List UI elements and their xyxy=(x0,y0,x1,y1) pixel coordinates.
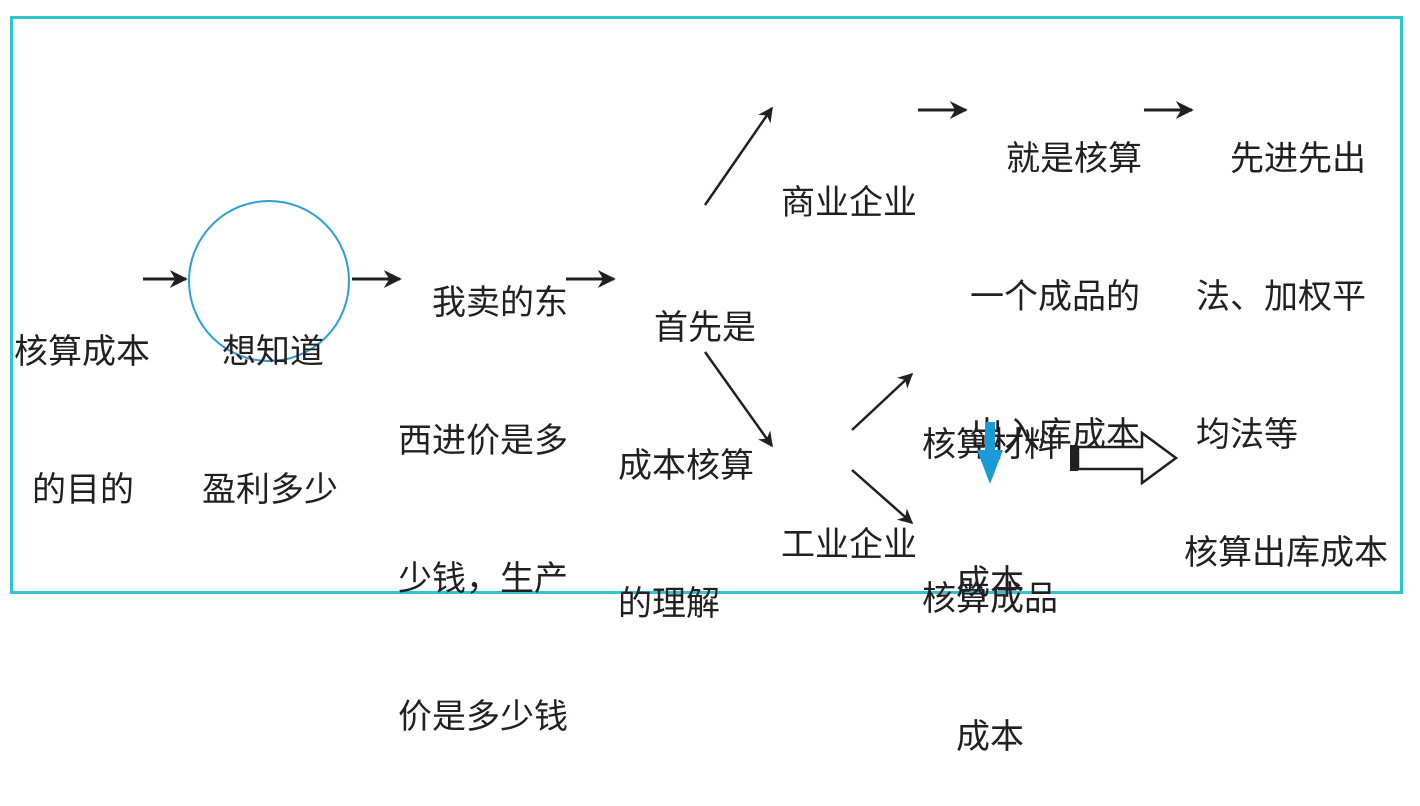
node-commercial-line1: 商业企业 xyxy=(781,183,917,223)
arrow-first-to-commercial xyxy=(703,106,774,206)
node-methods-line2: 法、加权平 xyxy=(1196,277,1366,317)
node-purpose-line1: 核算成本 xyxy=(14,332,150,372)
arrow-first-to-industrial xyxy=(703,351,774,448)
node-first-line2: 成本核算 xyxy=(618,446,754,486)
node-industrial: 工业企业 xyxy=(781,430,917,614)
diagram-frame xyxy=(10,16,1403,594)
node-industrial-line1: 工业企业 xyxy=(781,525,917,565)
profit-circle xyxy=(188,200,350,362)
hollow-right-arrow xyxy=(1070,430,1179,486)
arrow-industrial-to-material xyxy=(851,372,914,431)
node-profit: 想知道 盈利多少 xyxy=(202,237,338,559)
node-outbound: 核算出库成本 xyxy=(1184,438,1388,622)
node-product-cost-line1: 核算成品 xyxy=(922,579,1058,619)
blue-down-arrow xyxy=(977,422,1003,484)
node-methods-line3: 均法等 xyxy=(1196,415,1298,455)
node-outbound-line1: 核算出库成本 xyxy=(1184,533,1388,573)
node-product-cost-line2: 成本 xyxy=(956,717,1024,757)
node-material-cost-line2: 成本 xyxy=(956,563,1024,603)
node-purpose-line2: 的目的 xyxy=(32,470,134,510)
arrows-layer xyxy=(143,101,1194,524)
node-methods-line1: 先进先出 xyxy=(1230,139,1366,179)
node-first-line1: 首先是 xyxy=(654,308,756,348)
node-cost-question-line2: 西进价是多 xyxy=(398,421,568,461)
node-profit-line2: 盈利多少 xyxy=(202,470,338,510)
node-cost-question-line1: 我卖的东 xyxy=(432,283,568,323)
node-purpose: 核算成本 的目的 xyxy=(14,237,150,559)
node-cost-question-line3: 少钱，生产 xyxy=(398,559,568,599)
node-methods: 先进先出 法、加权平 均法等 xyxy=(1196,44,1366,504)
node-commercial-desc-line1: 就是核算 xyxy=(1006,139,1142,179)
node-commercial-desc-line2: 一个成品的 xyxy=(970,277,1140,317)
arrow-industrial-to-product xyxy=(851,469,914,524)
node-commercial: 商业企业 xyxy=(781,88,917,272)
node-cost-question-line4: 价是多少钱 xyxy=(398,697,568,737)
node-profit-line1: 想知道 xyxy=(222,332,324,372)
